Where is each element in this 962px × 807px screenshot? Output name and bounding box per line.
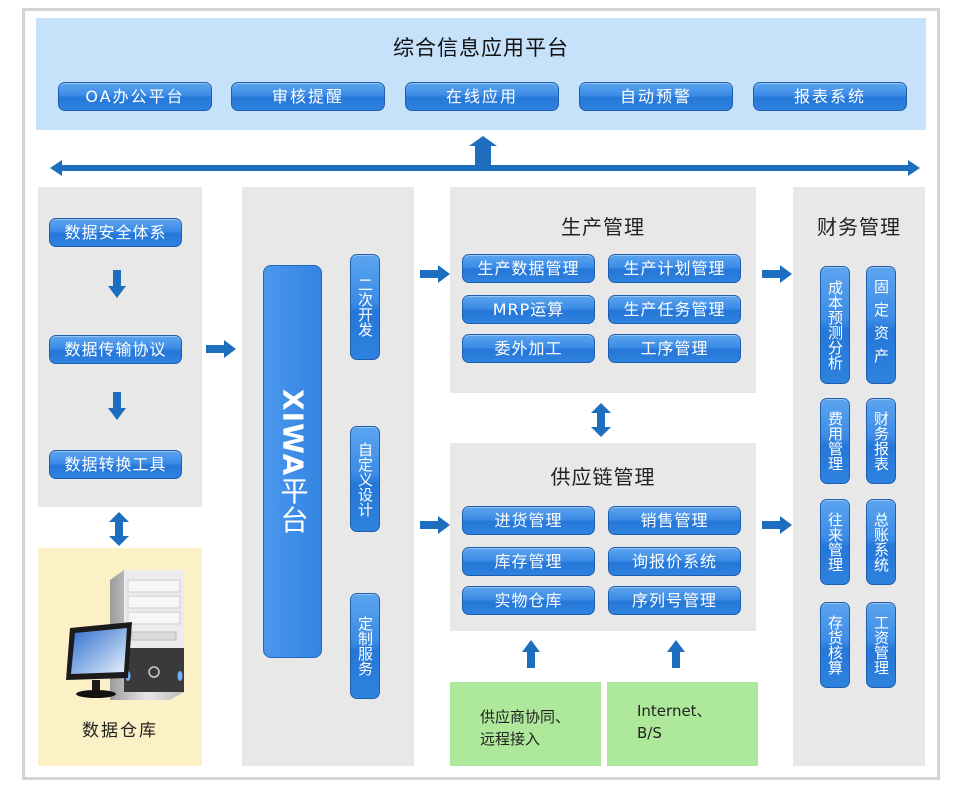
info-platform-title: 综合信息应用平台: [393, 36, 569, 60]
warehouse-label: 数据仓库: [82, 721, 158, 741]
payroll-mgmt-button[interactable]: 工资管理: [866, 602, 896, 688]
secondary-dev-button[interactable]: 二次开发: [350, 254, 380, 360]
audit-reminder-button[interactable]: 审核提醒: [231, 82, 385, 111]
up-arrow-icon: [667, 640, 685, 668]
financial-report-button[interactable]: 财务报表: [866, 398, 896, 484]
oa-office-button[interactable]: OA办公平台: [58, 82, 212, 111]
internet-bs-box: Internet、 B/S: [607, 682, 758, 766]
inventory-accounting-button[interactable]: 存货核算: [820, 602, 850, 688]
expense-mgmt-button[interactable]: 费用管理: [820, 398, 850, 484]
finance-title: 财务管理: [817, 215, 901, 239]
cost-forecast-button[interactable]: 成本预测分析: [820, 266, 850, 384]
right-arrow-icon: [762, 265, 792, 283]
right-arrow-icon: [420, 516, 450, 534]
physical-warehouse-button[interactable]: 实物仓库: [462, 586, 595, 615]
production-task-button[interactable]: 生产任务管理: [608, 295, 741, 324]
supplier-line1: 供应商协同、: [480, 708, 571, 726]
right-arrow-icon: [206, 340, 236, 358]
xiwa-platform-title: XIWA平台: [276, 388, 310, 535]
info-platform-panel: [36, 18, 926, 130]
down-arrow-icon: [108, 270, 126, 298]
inventory-button[interactable]: 库存管理: [462, 547, 595, 576]
computer-server-icon: [62, 566, 186, 710]
supplier-remote-access-box: 供应商协同、 远程接入: [450, 682, 601, 766]
mrp-button[interactable]: MRP运算: [462, 295, 595, 324]
up-arrow-icon: [522, 640, 540, 668]
data-transfer-button[interactable]: 数据传输协议: [49, 335, 182, 364]
supply-chain-title: 供应链管理: [550, 465, 656, 489]
finance-panel: [793, 187, 925, 766]
online-app-button[interactable]: 在线应用: [405, 82, 559, 111]
updown-arrow-icon: [109, 512, 129, 546]
fixed-assets-button[interactable]: 固定资产: [866, 266, 896, 384]
xiwa-platform-block[interactable]: XIWA平台: [263, 265, 322, 658]
report-system-button[interactable]: 报表系统: [753, 82, 907, 111]
data-convert-button[interactable]: 数据转换工具: [49, 450, 182, 479]
production-plan-button[interactable]: 生产计划管理: [608, 254, 741, 283]
outsourcing-button[interactable]: 委外加工: [462, 334, 595, 363]
supplier-line2: 远程接入: [480, 730, 541, 748]
custom-service-button[interactable]: 定制服务: [350, 593, 380, 699]
production-data-button[interactable]: 生产数据管理: [462, 254, 595, 283]
internet-line2: B/S: [637, 724, 662, 742]
sales-button[interactable]: 销售管理: [608, 506, 741, 535]
process-mgmt-button[interactable]: 工序管理: [608, 334, 741, 363]
bus-double-arrow-icon: [50, 136, 920, 178]
general-ledger-button[interactable]: 总账系统: [866, 499, 896, 585]
purchase-button[interactable]: 进货管理: [462, 506, 595, 535]
accounts-mgmt-button[interactable]: 往来管理: [820, 499, 850, 585]
data-security-button[interactable]: 数据安全体系: [49, 218, 182, 247]
right-arrow-icon: [762, 516, 792, 534]
right-arrow-icon: [420, 265, 450, 283]
quotation-button[interactable]: 询报价系统: [608, 547, 741, 576]
production-title: 生产管理: [561, 215, 645, 239]
custom-design-button[interactable]: 自定义设计: [350, 426, 380, 532]
down-arrow-icon: [108, 392, 126, 420]
serial-number-button[interactable]: 序列号管理: [608, 586, 741, 615]
internet-line1: Internet、: [637, 702, 712, 720]
auto-alert-button[interactable]: 自动预警: [579, 82, 733, 111]
updown-arrow-icon: [591, 403, 611, 437]
